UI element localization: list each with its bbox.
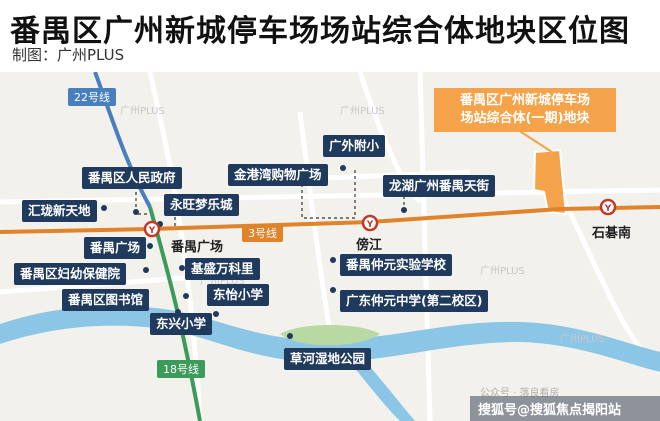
station-shibeinan[interactable]: 石碁南: [592, 226, 632, 241]
poi-panyu-plaza[interactable]: 番禺广场: [84, 237, 147, 259]
poi-huilong[interactable]: 汇珑新天地: [22, 200, 97, 222]
faint-source: 公众号 · 落良看房: [480, 388, 560, 399]
poi-longhu[interactable]: 龙湖广州番禺天街: [383, 175, 496, 197]
metro-line-22: [93, 72, 152, 208]
map-credit: 制图：广州PLUS: [12, 46, 125, 64]
watermark-text: 搜狐号@搜狐焦点揭阳站: [478, 403, 622, 418]
line-22-tag: 22号线: [68, 88, 116, 106]
faint-watermark: 广州PLUS: [560, 334, 605, 345]
faint-watermark: 广州PLUS: [200, 276, 245, 287]
site-callout[interactable]: 番禺区广州新城停车场 场站综合体(一期)地块: [434, 88, 616, 132]
poi-district-government[interactable]: 番禺区人民政府: [82, 167, 182, 189]
poi-maternal-hospital[interactable]: 番禺区妇幼保健院: [14, 263, 127, 285]
site-callout-line1: 番禺区广州新城停车场: [459, 93, 590, 108]
faint-watermark: 广州PLUS: [480, 266, 525, 277]
station-pangjiang[interactable]: 傍江: [356, 238, 383, 253]
line-18-tag: 18号线: [157, 360, 205, 378]
line-3-tag: 3号线: [242, 224, 283, 242]
poi-dongxing[interactable]: 东兴小学: [150, 313, 213, 335]
site-callout-line2: 场站综合体(一期)地块: [460, 111, 590, 126]
svg-text:Y: Y: [148, 226, 156, 236]
header: 番禺区广州新城停车场场站综合体地块区位图 制图：广州PLUS: [0, 0, 660, 72]
watermark-bar: [470, 396, 660, 421]
poi-zhongyuan-experimental[interactable]: 番禺仲元实验学校: [340, 254, 453, 276]
site-parcel: [532, 148, 568, 216]
poi-guangwai[interactable]: 广外附小: [323, 135, 386, 157]
poi-library[interactable]: 番禺区图书馆: [62, 289, 150, 311]
page-title: 番禺区广州新城停车场场站综合体地块区位图: [10, 14, 630, 49]
poi-jisheng[interactable]: 基盛万科里: [185, 258, 260, 280]
faint-watermark: 广州PLUS: [340, 106, 385, 117]
metro-line-3: [0, 205, 660, 234]
poi-jingang[interactable]: 金港湾购物广场: [228, 164, 328, 186]
wetland-island: [280, 325, 380, 346]
station-markers: Y Y Y: [143, 198, 617, 238]
svg-text:Y: Y: [366, 220, 374, 230]
map-canvas[interactable]: Y Y Y 广州PLUS 广州PLUS 广州PLUS 广州PLUS 广州PLUS…: [0, 72, 660, 421]
poi-wetland-park[interactable]: 草河湿地公园: [284, 348, 372, 370]
poi-dongyi[interactable]: 东怡小学: [207, 284, 270, 306]
faint-watermark: 广州PLUS: [120, 106, 165, 117]
poi-yongwang[interactable]: 永旺梦乐城: [164, 194, 239, 216]
poi-zhongyuan-second-campus[interactable]: 广东仲元中学(第二校区): [340, 290, 489, 312]
svg-text:Y: Y: [604, 204, 612, 214]
station-panyu-square[interactable]: 番禺广场: [171, 240, 224, 255]
